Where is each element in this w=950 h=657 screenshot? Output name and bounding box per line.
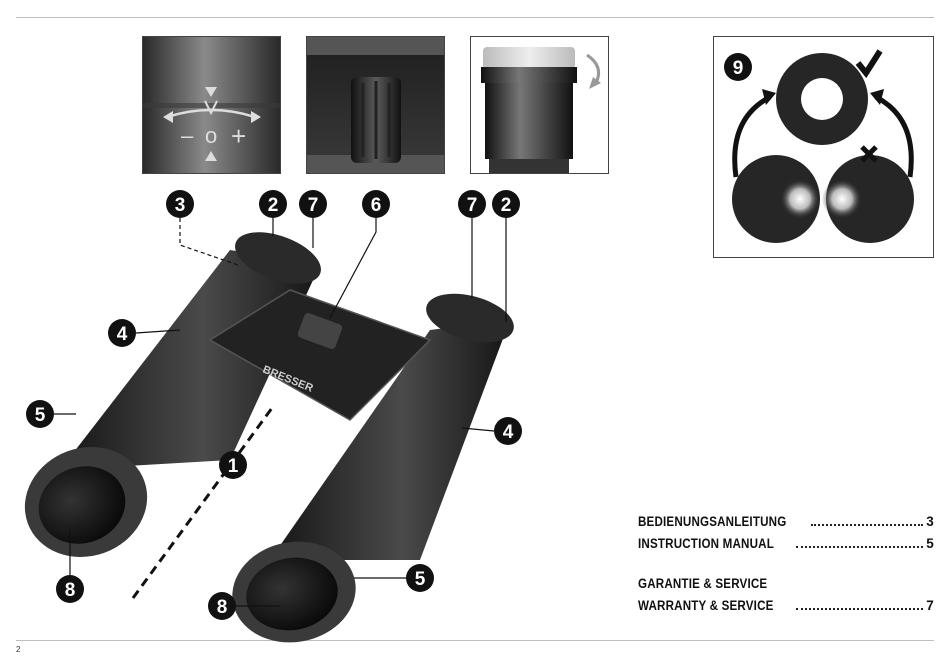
callout-8-right-label: 8 [217, 597, 228, 618]
callout-3-label: 3 [175, 195, 186, 216]
callout-5-right: 5 [406, 564, 434, 592]
arrow-right-curve-icon [874, 94, 914, 178]
callout-7-right-label: 7 [467, 195, 478, 216]
right-objective-lens [246, 557, 338, 631]
page-number: 2 [16, 645, 21, 654]
toc-entry-page: 7 [926, 598, 934, 613]
callout-4-left: 4 [108, 319, 136, 347]
triangle-up-icon [205, 151, 217, 161]
callout-8-left: 8 [56, 575, 84, 603]
triangle-down-icon [205, 87, 217, 97]
toc-entry-title: INSTRUCTION MANUAL [638, 536, 774, 551]
view-correction-box: 9 [713, 36, 934, 258]
cross-icon [860, 145, 878, 163]
callout-7-right: 7 [458, 190, 486, 218]
callout-4-right-label: 4 [503, 422, 514, 443]
callout-7-left-label: 7 [308, 195, 319, 216]
callout-8-left-label: 8 [65, 580, 76, 601]
callout-7-left: 7 [299, 190, 327, 218]
toc-leader-dots [810, 524, 924, 526]
callout-2-right-label: 2 [501, 195, 512, 216]
callout-2-left-label: 2 [268, 195, 279, 216]
callout-9-label: 9 [733, 58, 744, 79]
toc-entry-title: WARRANTY & SERVICE [638, 598, 774, 613]
callout-5-left-label: 5 [35, 405, 46, 426]
left-barrel [24, 232, 321, 557]
arrow-left-curve-icon [732, 94, 772, 178]
toc-entry-title: BEDIENUNGSANLEITUNG [638, 514, 787, 529]
callout-5-left: 5 [26, 400, 54, 428]
focus-wheel-detail-box [306, 36, 445, 174]
dial-minus-label: – [181, 123, 194, 148]
callout-6-label: 6 [371, 195, 382, 216]
eyecup-detail-box [470, 36, 609, 174]
toc-entry-title: GARANTIE & SERVICE [638, 576, 768, 591]
toc-entry[interactable]: BEDIENUNGSANLEITUNG 3 [638, 514, 934, 536]
callout-5-right-label: 5 [415, 569, 426, 590]
callout-4-right: 4 [494, 417, 522, 445]
brand-logo-text: BRESSER [261, 364, 315, 395]
dial-plus-label: + [231, 121, 246, 151]
toc-entry[interactable]: INSTRUCTION MANUAL 5 [638, 536, 934, 558]
callout-2-left: 2 [259, 190, 287, 218]
callout-4-left-label: 4 [117, 324, 128, 345]
toc-entry-page: 3 [926, 514, 934, 529]
toc-leader-dots [796, 546, 924, 548]
toc-leader-dots [795, 608, 924, 610]
left-objective-lens [38, 466, 126, 544]
diopter-detail-box: – o + [142, 36, 281, 174]
toc-entry-page: 5 [926, 536, 934, 551]
top-rule [16, 17, 934, 18]
toc-entry[interactable]: GARANTIE & SERVICE [638, 576, 934, 598]
checkmark-icon [855, 49, 883, 79]
toc-entry[interactable]: WARRANTY & SERVICE 7 [638, 598, 934, 620]
right-barrel [232, 293, 514, 643]
callout-6: 6 [362, 190, 390, 218]
center-bridge: BRESSER [208, 289, 432, 421]
callout-3: 3 [166, 190, 194, 218]
callout-8-right: 8 [208, 592, 236, 620]
adjust-arrow-icon [166, 108, 256, 119]
bottom-rule [16, 640, 934, 641]
table-of-contents: BEDIENUNGSANLEITUNG 3 INSTRUCTION MANUAL… [638, 514, 934, 620]
callout-2-right: 2 [492, 190, 520, 218]
callout-1: 1 [219, 451, 247, 479]
callout-1-label: 1 [228, 456, 239, 477]
dial-center-label: o [205, 123, 217, 148]
